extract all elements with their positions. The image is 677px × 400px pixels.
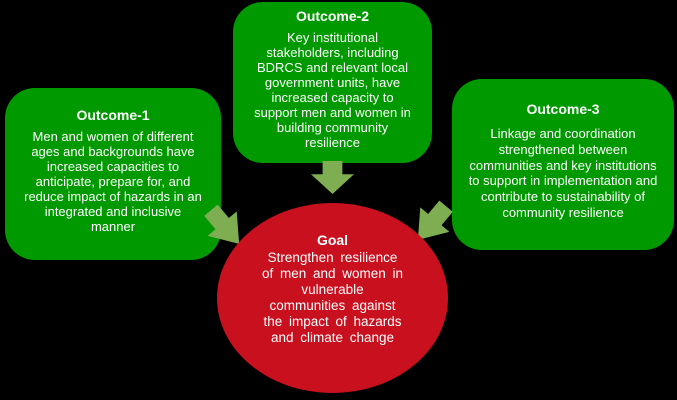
outcome-2-box: Outcome-2 Key institutional stakeholders…	[233, 2, 432, 163]
goal-ellipse: Goal Strengthen resilience of men and wo…	[217, 203, 448, 393]
arrow-down-icon	[311, 161, 354, 194]
outcome-2-title: Outcome-2	[295, 8, 370, 24]
outcome-1-title: Outcome-1	[76, 107, 150, 123]
goal-body: Strengthen resilience of men and women i…	[261, 250, 404, 345]
outcome-3-box: Outcome-3 Linkage and coordination stren…	[452, 79, 674, 250]
outcome-1-body: Men and women of different ages and back…	[24, 129, 202, 234]
goal-title: Goal	[316, 232, 349, 248]
outcome-2-body: Key institutional stakeholders, includin…	[254, 30, 411, 150]
outcome-1-box: Outcome-1 Men and women of different age…	[5, 88, 221, 260]
outcome-3-body: Linkage and coordination strengthened be…	[468, 126, 658, 220]
outcome-3-title: Outcome-3	[526, 101, 600, 117]
